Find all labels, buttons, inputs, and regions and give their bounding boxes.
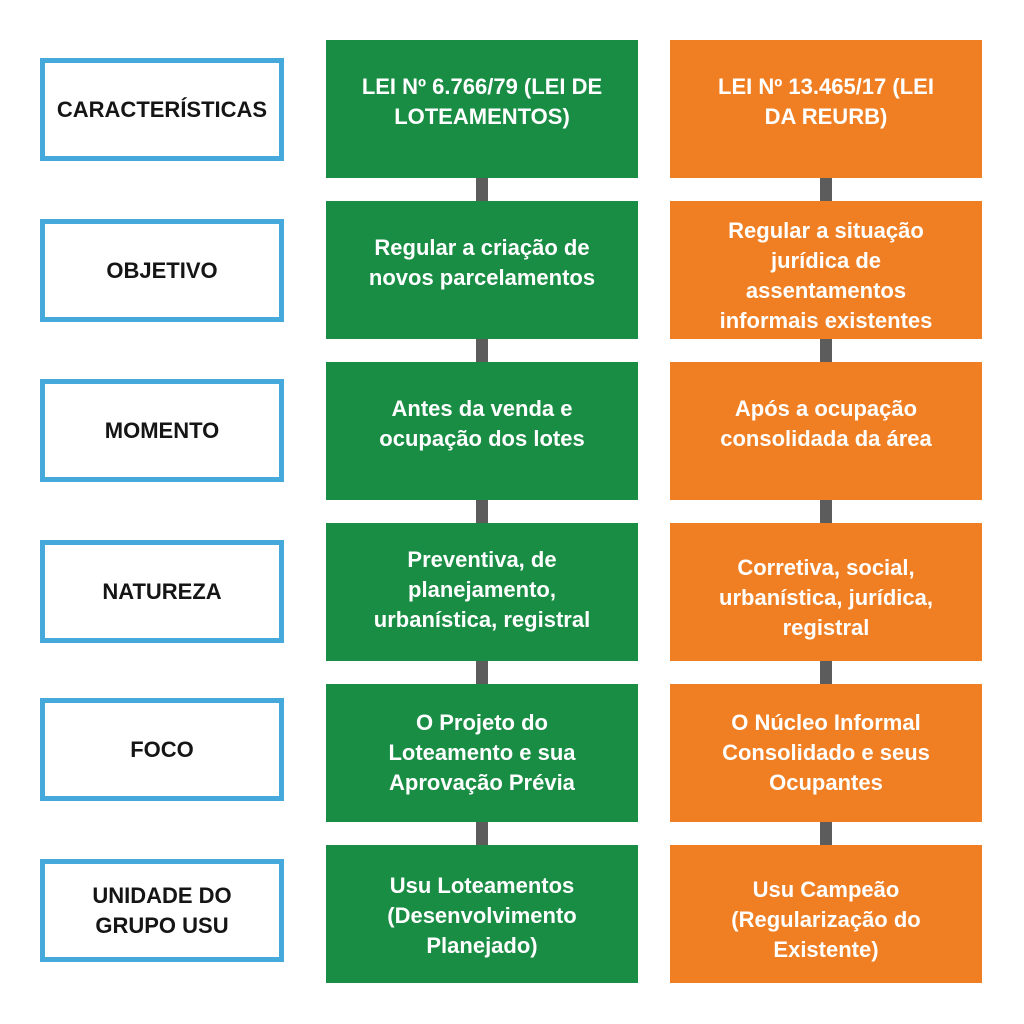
row-label-objetivo: OBJETIVO xyxy=(40,219,284,322)
row-label-text: CARACTERÍSTICAS xyxy=(56,96,268,122)
green-cell-lei-6766-header: LEI Nº 6.766/79 (LEI DE LOTEAMENTOS) xyxy=(326,40,638,178)
row-label-unidade-grupo-usu: UNIDADE DO GRUPO USU xyxy=(40,859,284,962)
row-label-natureza: NATUREZA xyxy=(40,540,284,643)
row-label-text: OBJETIVO xyxy=(106,257,218,283)
orange-cell-unidade: Usu Campeão (Regularização do Existente) xyxy=(670,845,982,983)
row-label-foco: FOCO xyxy=(40,698,284,801)
green-cell-natureza: Preventiva, de planejamento, urbanística… xyxy=(326,523,638,661)
green-connector xyxy=(476,339,488,363)
orange-connector xyxy=(820,822,832,846)
green-cell-unidade: Usu Loteamentos (Desenvolvimento Planeja… xyxy=(326,845,638,983)
row-label-text: NATUREZA xyxy=(102,578,222,604)
row-label-text: MOMENTO xyxy=(104,417,220,443)
green-cell-foco: O Projeto do Loteamento e sua Aprovação … xyxy=(326,684,638,822)
orange-connector xyxy=(820,500,832,524)
orange-cell-lei-13465-header: LEI Nº 13.465/17 (LEI DA REURB) xyxy=(670,40,982,178)
green-cell-objetivo: Regular a criação de novos parcelamentos xyxy=(326,201,638,339)
row-label-text: FOCO xyxy=(130,736,194,762)
row-label-momento: MOMENTO xyxy=(40,379,284,482)
green-cell-momento: Antes da venda e ocupação dos lotes xyxy=(326,362,638,500)
green-connector xyxy=(476,500,488,524)
orange-connector xyxy=(820,178,832,202)
orange-cell-natureza: Corretiva, social, urbanística, jurídica… xyxy=(670,523,982,661)
row-label-text: UNIDADE DO GRUPO USU xyxy=(92,882,232,938)
orange-cell-momento: Após a ocupação consolidada da área xyxy=(670,362,982,500)
green-connector xyxy=(476,822,488,846)
orange-connector xyxy=(820,661,832,685)
green-connector xyxy=(476,178,488,202)
green-connector xyxy=(476,661,488,685)
orange-connector xyxy=(820,339,832,363)
row-label-caracteristicas: CARACTERÍSTICAS xyxy=(40,58,284,161)
orange-cell-foco: O Núcleo Informal Consolidado e seus Ocu… xyxy=(670,684,982,822)
orange-cell-objetivo: Regular a situação jurídica de assentame… xyxy=(670,201,982,339)
